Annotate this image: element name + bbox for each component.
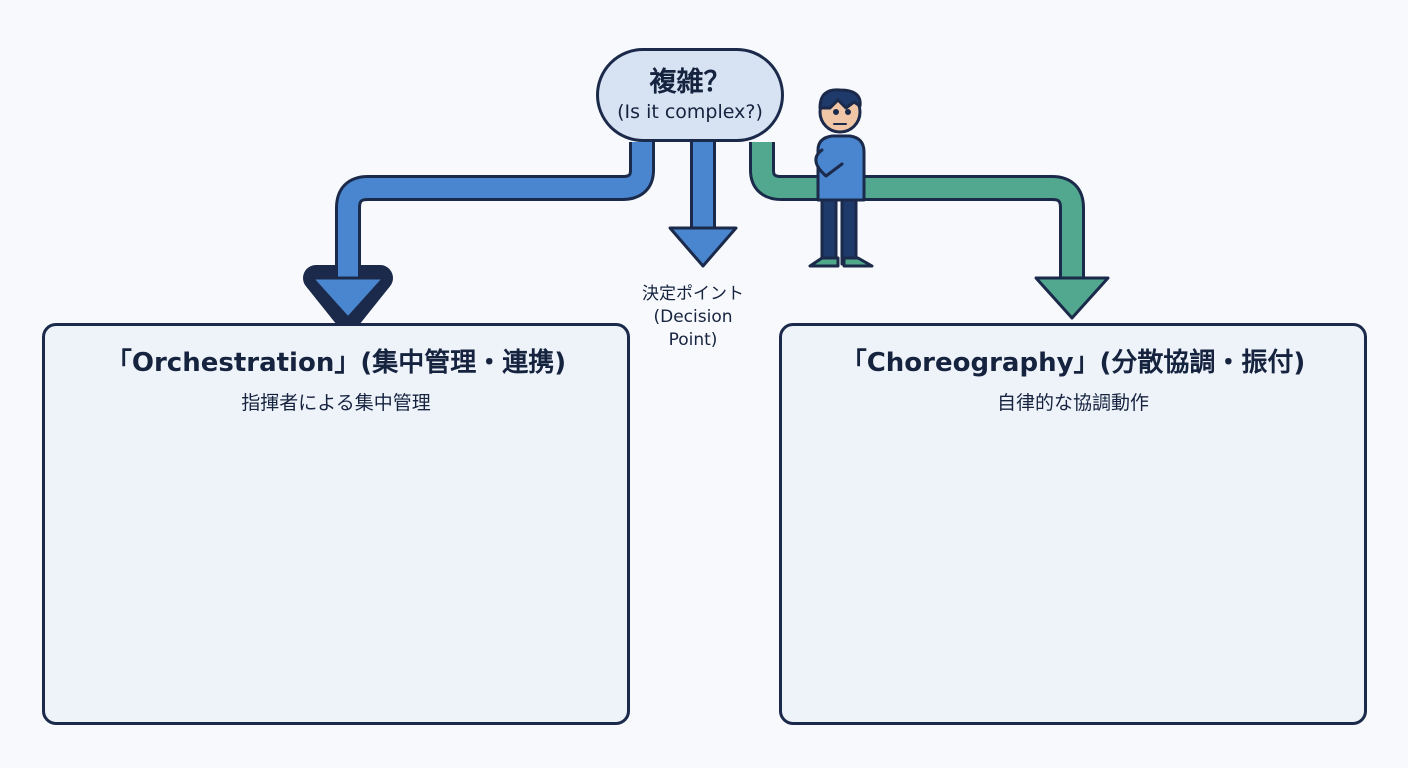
decision-point-en-1: (Decision — [653, 307, 733, 327]
decision-point-en-2: Point) — [668, 330, 718, 350]
arrow-to-choreography — [749, 142, 1110, 320]
orchestration-subtitle: 指揮者による集中管理 — [241, 392, 431, 414]
choreography-panel: 「Choreography」(分散協調・振付) 自律的な協調動作 — [779, 323, 1367, 725]
decision-node: 複雑？ (Is it complex?) — [596, 48, 784, 142]
orchestration-panel: 「Orchestration」(集中管理・連携) 指揮者による集中管理 — [42, 323, 630, 725]
thinking-person-icon — [808, 88, 874, 268]
arrow-to-decision-point — [668, 142, 738, 268]
choreography-title: 「Choreography」(分散協調・振付) — [840, 348, 1306, 378]
decision-node-title: 複雑？ — [649, 67, 731, 98]
orchestration-title: 「Orchestration」(集中管理・連携) — [105, 348, 567, 378]
arrow-to-orchestration — [303, 142, 655, 331]
choreography-subtitle: 自律的な協調動作 — [996, 392, 1149, 414]
decision-node-subtitle: (Is it complex?) — [617, 101, 763, 123]
decision-point-ja: 決定ポイント — [642, 284, 744, 304]
decision-point-label: 決定ポイント (Decision Point) — [618, 283, 768, 352]
